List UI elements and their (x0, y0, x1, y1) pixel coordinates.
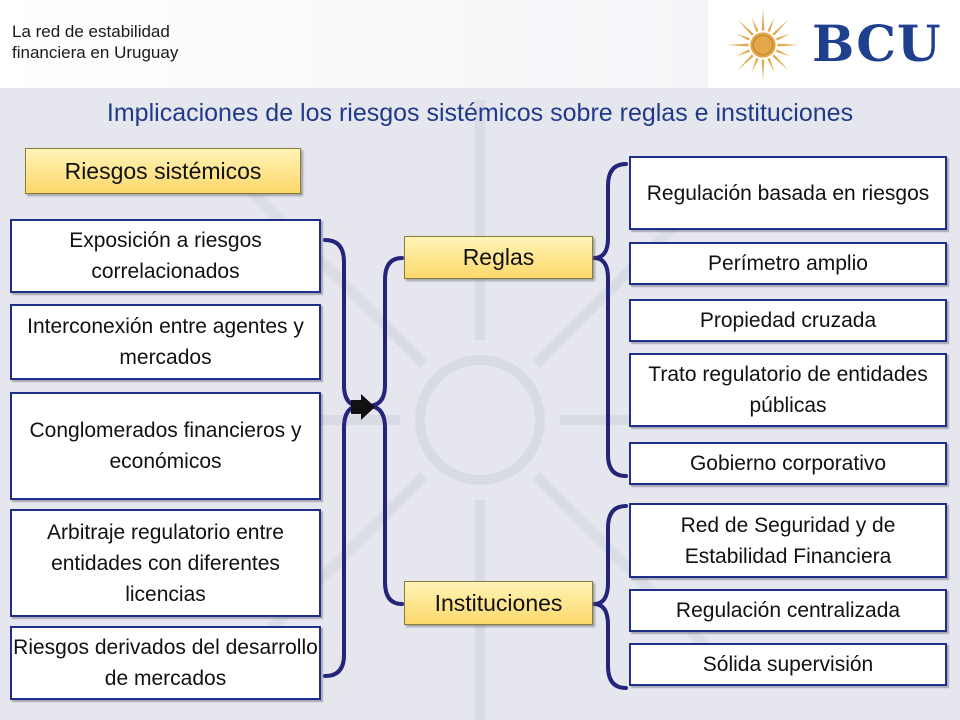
risk-item-3: Arbitraje regulatorio entre entidades co… (10, 509, 321, 617)
reglas-item-0: Regulación basada en riesgos (629, 156, 947, 230)
risk-item-0: Exposición a riesgos correlacionados (10, 219, 321, 293)
instituciones-item-0: Red de Seguridad y de Estabilidad Financ… (629, 503, 947, 578)
reglas-item-3: Trato regulatorio de entidades públicas (629, 353, 947, 427)
instituciones-brace (592, 504, 628, 690)
instituciones-item-1: Regulación centralizada (629, 589, 947, 632)
riesgos-sistemicos-heading: Riesgos sistémicos (25, 148, 301, 194)
logo-text: BCU (812, 14, 942, 73)
arrow-right-icon (351, 394, 375, 420)
instituciones-item-2: Sólida supervisión (629, 643, 947, 686)
header-band (0, 0, 708, 88)
risk-item-4: Riesgos derivados del desarrollo de merc… (10, 626, 321, 700)
sun-icon (726, 8, 800, 82)
reglas-item-2: Propiedad cruzada (629, 299, 947, 342)
reglas-item-4: Gobierno corporativo (629, 442, 947, 485)
instituciones-box: Instituciones (404, 581, 593, 625)
header: La red de estabilidad financiera en Urug… (0, 0, 960, 88)
risk-item-2: Conglomerados financieros y económicos (10, 392, 321, 500)
left-brace (323, 238, 362, 678)
middle-brace (366, 256, 404, 606)
header-title: La red de estabilidad financiera en Urug… (12, 22, 179, 62)
reglas-box: Reglas (404, 236, 593, 279)
page-title: Implicaciones de los riesgos sistémicos … (106, 99, 854, 127)
risk-item-1: Interconexión entre agentes y mercados (10, 304, 321, 380)
reglas-item-1: Perímetro amplio (629, 242, 947, 285)
reglas-brace (592, 162, 628, 478)
